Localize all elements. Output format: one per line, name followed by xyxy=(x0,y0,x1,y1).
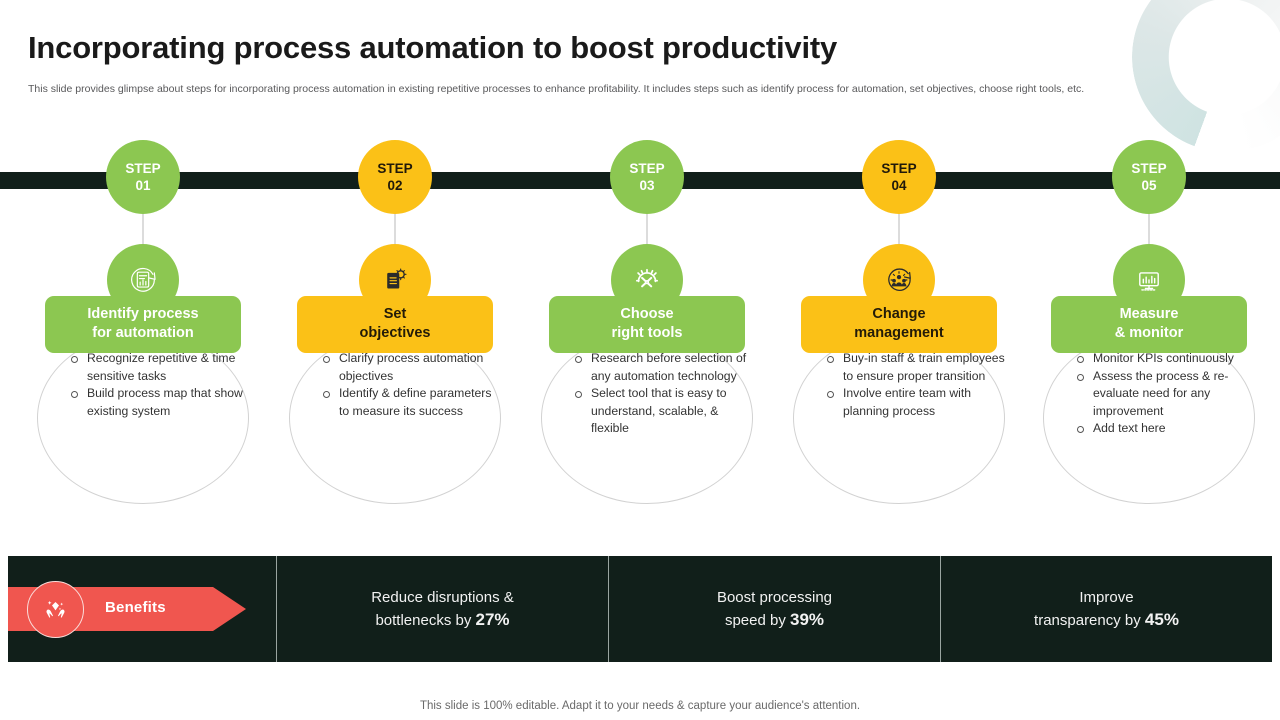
list-item: Build process map that show existing sys… xyxy=(71,385,251,420)
footer-note: This slide is 100% editable. Adapt it to… xyxy=(419,700,861,712)
list-item: Involve entire team with planning proces… xyxy=(827,385,1007,420)
step-label-05: Measure & monitor xyxy=(1051,296,1247,353)
step-number-badge-05: STEP 05 xyxy=(1112,140,1186,214)
step-word-03: STEP xyxy=(629,161,665,176)
list-item: Recognize repetitive & time sensitive ta… xyxy=(71,350,251,385)
benefit-item-3: Improve transparency by 45% xyxy=(940,556,1272,662)
list-item: Add text here xyxy=(1077,420,1257,438)
benefits-band: Benefits Reduce disruptions & bottleneck… xyxy=(8,556,1272,662)
step-number-badge-04: STEP 04 xyxy=(862,140,936,214)
list-item: Clarify process automation objectives xyxy=(323,350,503,385)
step-word-04: STEP xyxy=(881,161,917,176)
step-number-badge-02: STEP 02 xyxy=(358,140,432,214)
step-label-01: Identify process for automation xyxy=(45,296,241,353)
page-title: Incorporating process automation to boos… xyxy=(28,30,838,65)
step-index-05: 05 xyxy=(1141,178,1157,193)
step-label-line1-05: Measure xyxy=(1119,306,1179,322)
step-word-01: STEP xyxy=(125,161,161,176)
step-label-line1-02: Set xyxy=(383,306,407,322)
step-index-03: 03 xyxy=(639,178,655,193)
benefits-label: Benefits xyxy=(105,599,166,616)
step-label-line1-04: Change xyxy=(872,306,926,322)
benefit-3-line2: transparency by xyxy=(1034,611,1145,629)
diamond-in-hands-icon xyxy=(27,581,84,638)
benefit-1-value: 27% xyxy=(475,609,510,629)
page-subtitle: This slide provides glimpse about steps … xyxy=(28,83,1085,95)
step-label-02: Set objectives xyxy=(297,296,493,353)
list-item: Research before selection of any automat… xyxy=(575,350,755,385)
step-bullets-01: Recognize repetitive & time sensitive ta… xyxy=(71,350,251,420)
step-connector-02 xyxy=(394,214,396,254)
benefit-2-line1: Boost processing xyxy=(716,588,833,606)
benefit-2-value: 39% xyxy=(790,609,825,629)
step-number-badge-01: STEP 01 xyxy=(106,140,180,214)
step-index-04: 04 xyxy=(891,178,907,193)
step-label-line2-03: right tools xyxy=(611,325,683,341)
step-index-01: 01 xyxy=(135,178,151,193)
list-item: Select tool that is easy to understand, … xyxy=(575,385,755,438)
step-bullets-03: Research before selection of any automat… xyxy=(575,350,755,438)
step-label-line2-05: & monitor xyxy=(1114,325,1184,341)
steps-container: STEP 01 Identify process for automation xyxy=(37,140,1257,504)
step-label-line1-03: Choose xyxy=(620,306,674,322)
benefit-3-line1: Improve xyxy=(1079,588,1134,606)
benefit-item-1: Reduce disruptions & bottlenecks by 27% xyxy=(276,556,608,662)
benefit-1-line1: Reduce disruptions & xyxy=(371,588,514,606)
step-label-04: Change management xyxy=(801,296,997,353)
step-label-line2-02: objectives xyxy=(359,325,431,341)
list-item: Buy-in staff & train employees to ensure… xyxy=(827,350,1007,385)
benefits-badge: Benefits xyxy=(8,556,276,662)
step-connector-04 xyxy=(898,214,900,254)
step-number-badge-03: STEP 03 xyxy=(610,140,684,214)
list-item: Monitor KPIs continuously xyxy=(1077,350,1257,368)
step-word-02: STEP xyxy=(377,161,413,176)
step-connector-01 xyxy=(142,214,144,254)
step-bullets-04: Buy-in staff & train employees to ensure… xyxy=(827,350,1007,420)
step-bullets-02: Clarify process automation objectives Id… xyxy=(323,350,503,420)
step-label-line2-01: for automation xyxy=(92,325,194,341)
list-item: Assess the process & re-evaluate need fo… xyxy=(1077,368,1257,421)
step-label-line2-04: management xyxy=(854,325,944,341)
step-index-02: 02 xyxy=(387,178,403,193)
step-label-03: Choose right tools xyxy=(549,296,745,353)
step-word-05: STEP xyxy=(1131,161,1167,176)
benefit-1-line2: bottlenecks by xyxy=(375,611,476,629)
benefit-3-value: 45% xyxy=(1144,609,1179,629)
step-bullets-05: Monitor KPIs continuously Assess the pro… xyxy=(1077,350,1257,438)
benefit-2-line2: speed by xyxy=(724,611,790,629)
step-label-line1-01: Identify process xyxy=(87,306,199,322)
step-connector-03 xyxy=(646,214,648,254)
benefit-item-2: Boost processing speed by 39% xyxy=(608,556,940,662)
list-item: Identify & define parameters to measure … xyxy=(323,385,503,420)
step-connector-05 xyxy=(1148,214,1150,254)
